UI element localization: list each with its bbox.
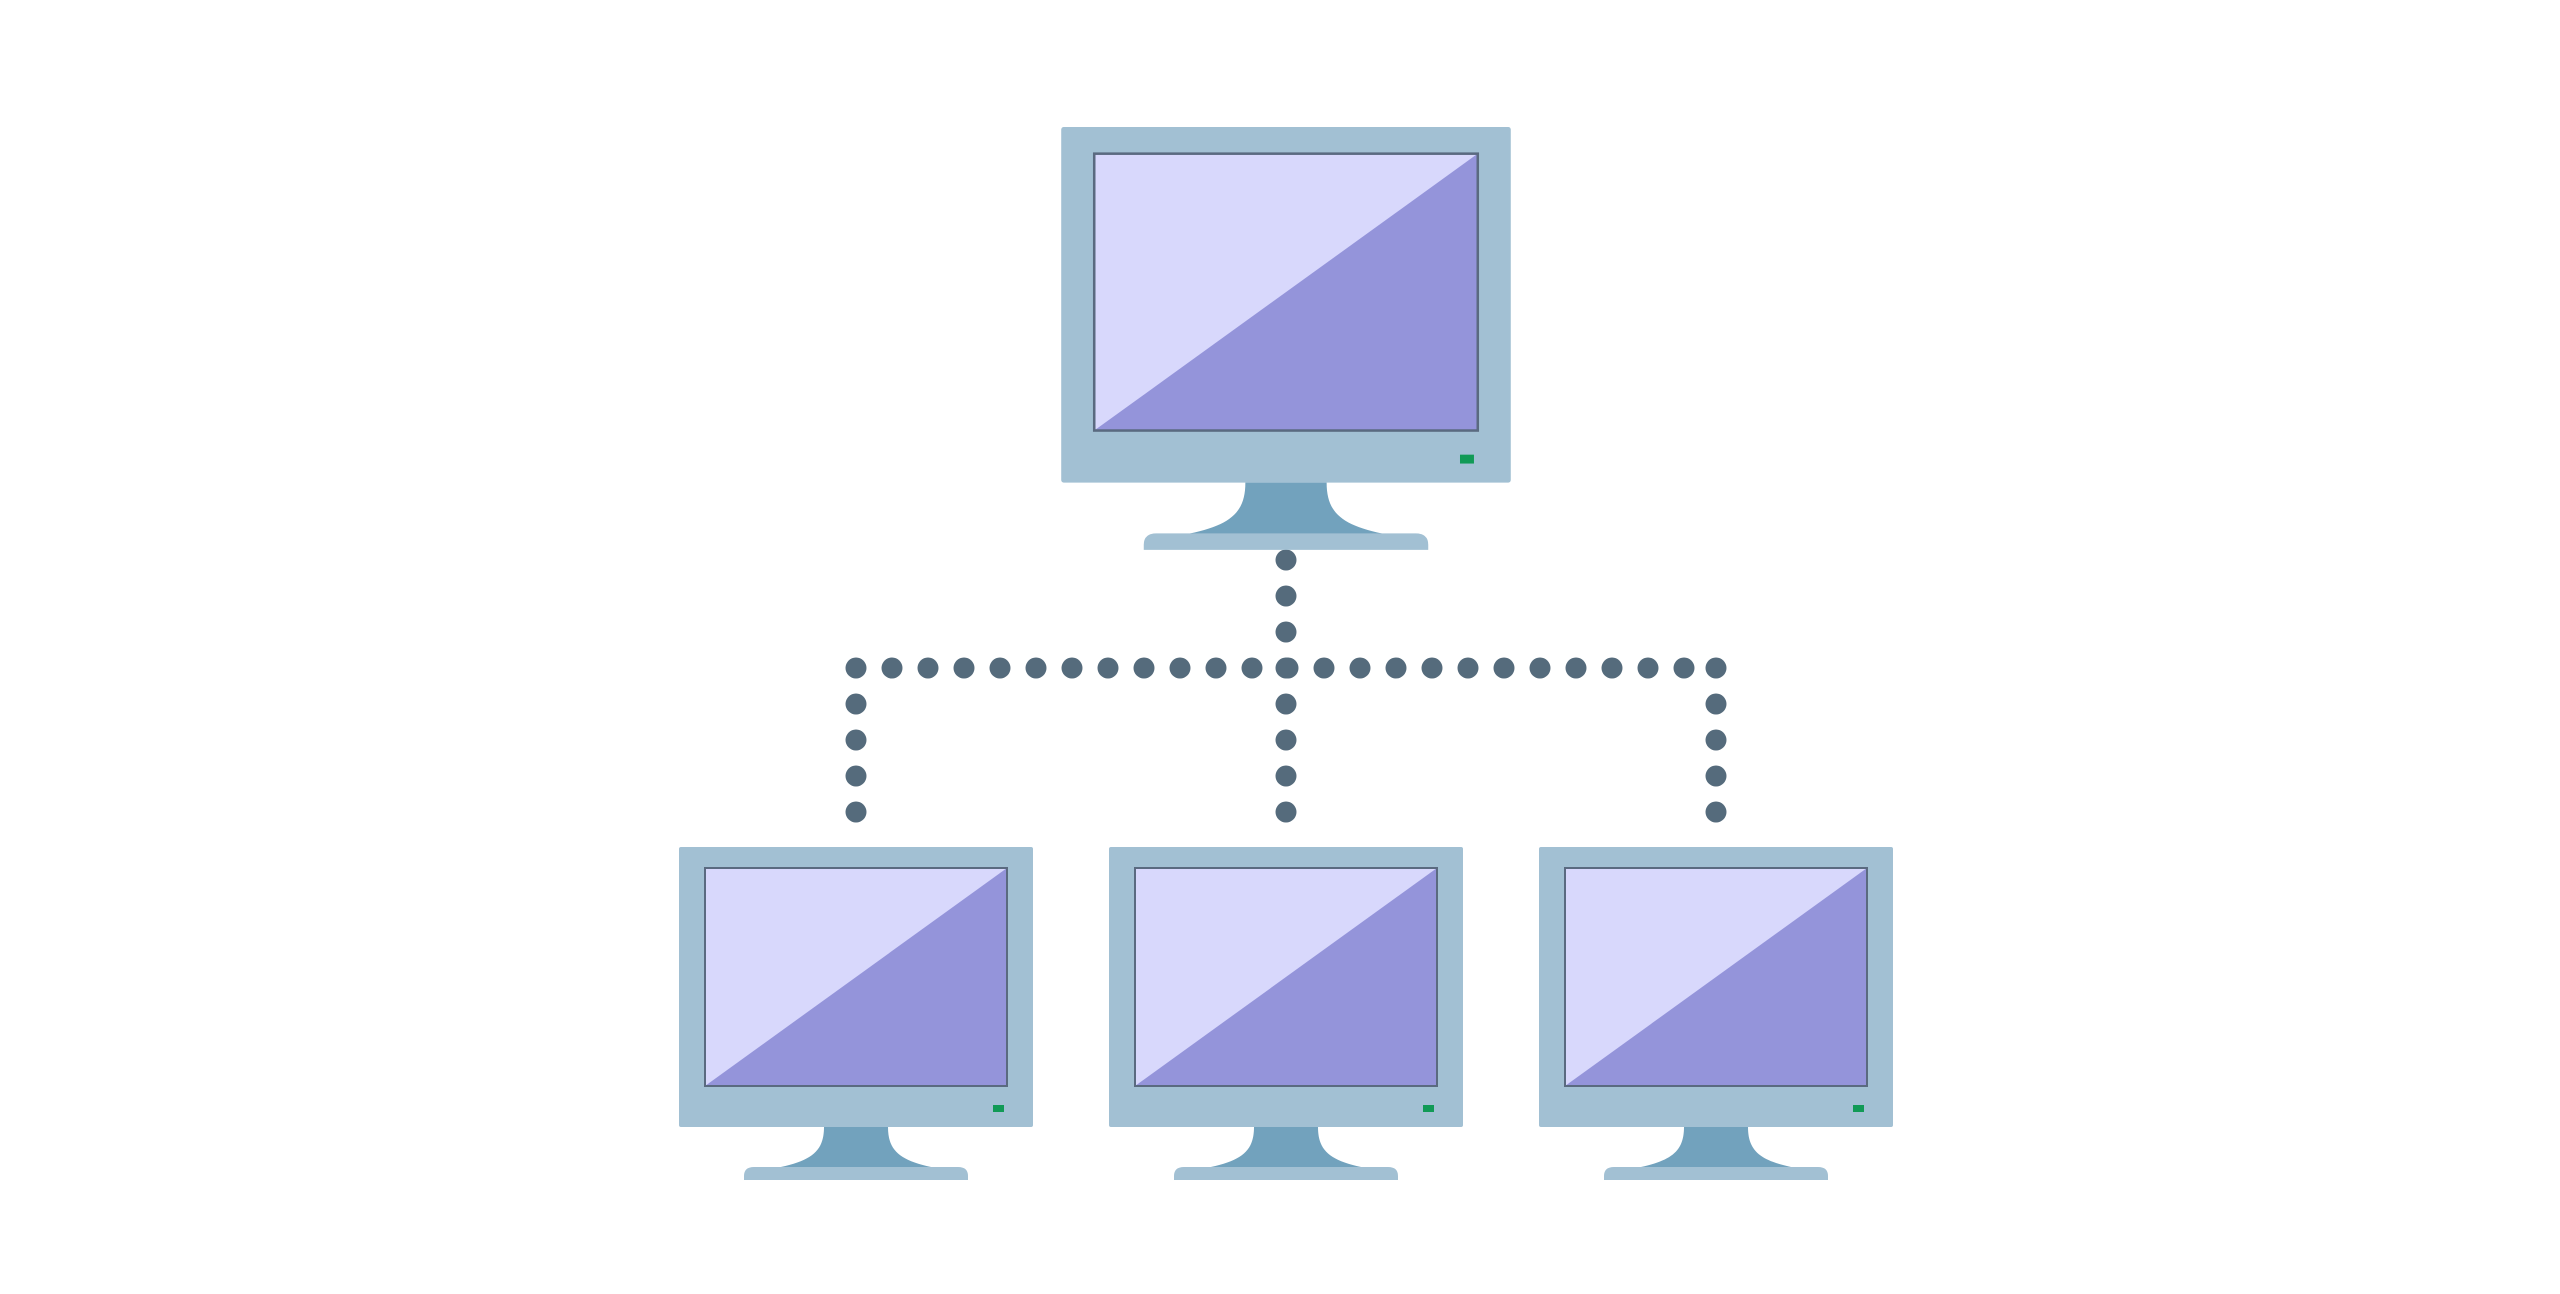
connector-dot xyxy=(1097,657,1119,679)
screen-border xyxy=(1092,152,1480,432)
connector-dot xyxy=(1025,657,1047,679)
connector-dot xyxy=(1385,657,1407,679)
connector-dot xyxy=(989,657,1011,679)
screen-border xyxy=(1134,867,1438,1087)
screen-dark-half xyxy=(1135,868,1437,1086)
connector-dot xyxy=(881,657,903,679)
connector-dot xyxy=(1705,729,1727,751)
client-2-monitor-icon xyxy=(1109,847,1463,1180)
monitor-neck xyxy=(1206,1127,1366,1168)
connector-dot xyxy=(1705,657,1727,679)
power-led xyxy=(1459,454,1474,464)
monitor-base xyxy=(1604,1167,1828,1180)
monitor-screen xyxy=(1564,867,1868,1087)
monitor-screen xyxy=(1092,152,1480,432)
monitor-base xyxy=(1174,1167,1398,1180)
monitor-screen xyxy=(704,867,1008,1087)
screen-dark-half xyxy=(1565,868,1867,1086)
connector-dot xyxy=(1349,657,1371,679)
connector-dot xyxy=(1313,657,1335,679)
connector-dot xyxy=(1705,801,1727,823)
connector-dot xyxy=(845,765,867,787)
power-led xyxy=(1423,1105,1434,1112)
connector-dot xyxy=(917,657,939,679)
connector-dot xyxy=(1673,657,1695,679)
connector-dot xyxy=(1529,657,1551,679)
connector-dot xyxy=(1601,657,1623,679)
monitor-screen xyxy=(1134,867,1438,1087)
monitors xyxy=(679,127,1893,1180)
connector-dot xyxy=(1275,549,1297,571)
connector-dot xyxy=(1275,801,1297,823)
connector-dot xyxy=(1493,657,1515,679)
monitor-neck xyxy=(1636,1127,1796,1168)
monitor-base xyxy=(744,1167,968,1180)
connector-dot xyxy=(1275,729,1297,751)
server-monitor-icon xyxy=(1061,127,1511,550)
connector-dot xyxy=(1637,657,1659,679)
connector-dot xyxy=(1457,657,1479,679)
power-led xyxy=(1853,1105,1864,1112)
monitor-neck xyxy=(776,1127,936,1168)
screen-dark-half xyxy=(705,868,1007,1086)
connector-dot xyxy=(845,693,867,715)
connector-dot xyxy=(1275,621,1297,643)
connector-dot xyxy=(1705,765,1727,787)
client-1-monitor-icon xyxy=(679,847,1033,1180)
connector-dot xyxy=(845,801,867,823)
connector-dot xyxy=(1241,657,1263,679)
connector-dot xyxy=(953,657,975,679)
connector-dot xyxy=(1275,765,1297,787)
client-3-monitor-icon xyxy=(1539,847,1893,1180)
screen-border xyxy=(1564,867,1868,1087)
monitor-neck xyxy=(1184,482,1388,535)
power-led xyxy=(993,1105,1004,1112)
dotted-connectors xyxy=(845,549,1727,823)
connector-dot xyxy=(1275,585,1297,607)
connector-dot xyxy=(845,657,867,679)
connector-dot xyxy=(1169,657,1191,679)
connector-dot xyxy=(1275,693,1297,715)
connector-dot xyxy=(1061,657,1083,679)
connector-dot xyxy=(1277,657,1299,679)
monitor-base xyxy=(1143,533,1429,550)
screen-border xyxy=(704,867,1008,1087)
connector-dot xyxy=(1133,657,1155,679)
connector-dot xyxy=(1421,657,1443,679)
connector-dot xyxy=(1205,657,1227,679)
connector-dot xyxy=(1565,657,1587,679)
connector-dot xyxy=(1705,693,1727,715)
connector-dot xyxy=(845,729,867,751)
